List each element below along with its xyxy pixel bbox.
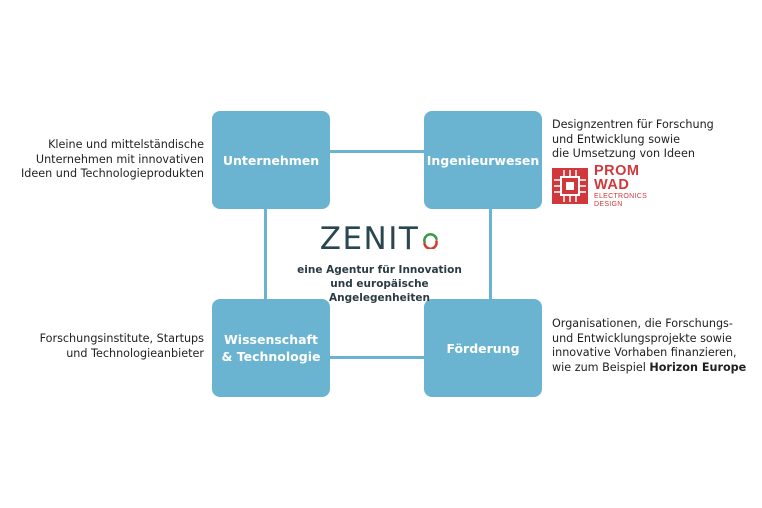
description-unternehmen: Kleine und mittelständische Unternehmen … xyxy=(20,138,204,180)
promwad-logo: PROM WAD ELECTRONICS DESIGN xyxy=(552,164,647,208)
chip-icon xyxy=(552,168,588,204)
description-ingenieurwesen: Designzentren für Forschung und Entwickl… xyxy=(552,118,714,160)
center-logo-block: ZENIT eine Agentur für Innovation und eu… xyxy=(282,222,477,305)
node-foerderung: Förderung xyxy=(424,299,542,397)
zenit-wordmark: ZENIT xyxy=(319,221,420,257)
description-foerderung-text: Organisationen, die Forschungs- und Entw… xyxy=(552,317,737,374)
description-foerderung: Organisationen, die Forschungs- und Entw… xyxy=(552,317,757,375)
zenit-logo: ZENIT xyxy=(282,222,477,256)
node-wissenschaft-technologie: Wissenschaft & Technologie xyxy=(212,299,330,397)
node-unternehmen: Unternehmen xyxy=(212,111,330,209)
connector-right xyxy=(489,207,492,301)
promwad-line1: PROM xyxy=(594,163,640,179)
zenit-tagline: eine Agentur für Innovation und europäis… xyxy=(297,264,462,304)
horizon-europe-label: Horizon Europe xyxy=(649,360,747,374)
node-ingenieurwesen: Ingenieurwesen xyxy=(424,111,542,209)
description-wissenschaft: Forschungsinstitute, Startups und Techno… xyxy=(39,332,204,360)
zenit-swoosh-icon xyxy=(423,233,439,249)
promwad-line2: WAD xyxy=(594,176,630,193)
promwad-wordmark: PROM WAD ELECTRONICS DESIGN xyxy=(594,164,647,208)
connector-top xyxy=(328,150,426,153)
connector-left xyxy=(264,207,267,301)
promwad-subtitle: ELECTRONICS DESIGN xyxy=(594,193,648,208)
connector-bottom xyxy=(328,356,426,359)
